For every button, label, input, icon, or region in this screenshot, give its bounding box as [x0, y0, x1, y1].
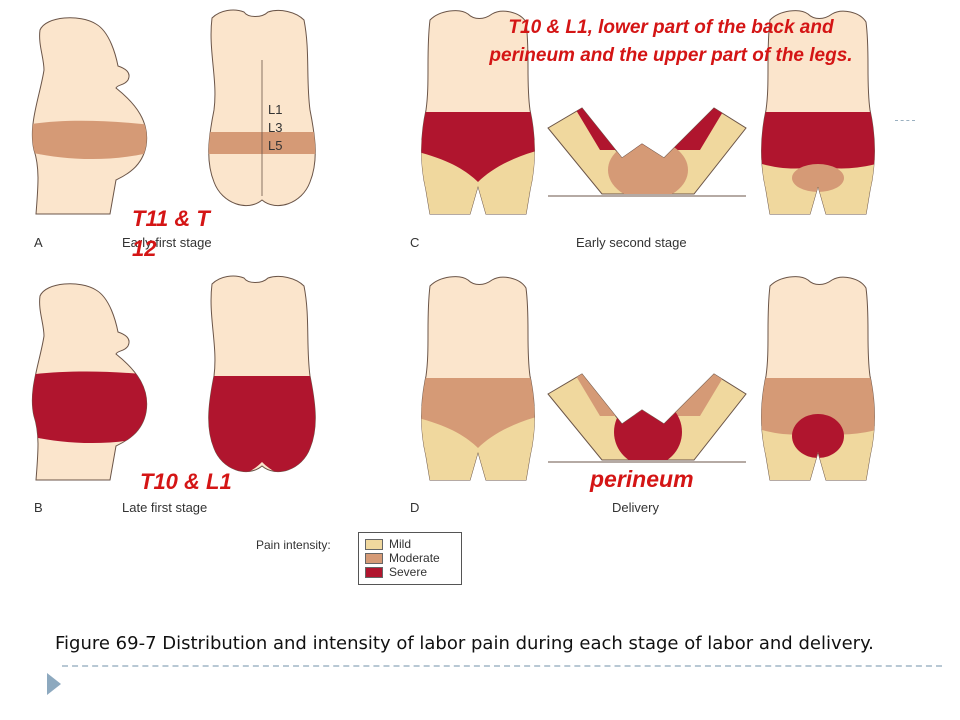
panel-letter-a: A	[34, 235, 43, 250]
figure-caption: Figure 69-7 Distribution and intensity o…	[55, 633, 874, 654]
panel-d-back-view	[761, 276, 875, 481]
panel-caption-b: Late first stage	[122, 500, 207, 515]
slide-divider-line	[62, 665, 942, 667]
legend-label-severe: Severe	[389, 565, 428, 579]
legend-item-severe: Severe	[365, 565, 455, 579]
legend-item-mild: Mild	[365, 537, 455, 551]
panel-letter-c: C	[410, 235, 419, 250]
panel-d-perineal-view	[547, 373, 747, 463]
panel-b-side-view	[31, 283, 148, 481]
legend-label-mild: Mild	[389, 537, 412, 551]
vertebra-label-l5: L5	[268, 138, 282, 153]
decorative-dash	[895, 120, 915, 121]
legend-title: Pain intensity:	[256, 538, 331, 552]
legend-swatch-mild	[365, 538, 383, 550]
panel-a-back-view: L1 L3 L5	[208, 9, 316, 207]
panel-c-back-view	[761, 10, 875, 215]
annotation-t10-l1: T10 & L1	[140, 469, 232, 494]
panel-letter-b: B	[34, 500, 43, 515]
panel-caption-d: Delivery	[612, 500, 659, 515]
legend-box: Mild Moderate Severe	[358, 532, 462, 585]
panel-letter-d: D	[410, 500, 419, 515]
panel-caption-c: Early second stage	[576, 235, 687, 250]
annotation-perineum: perineum	[590, 466, 694, 492]
annotation-t10-l1-back-perineum-legs: T10 & L1, lower part of the back and per…	[489, 17, 853, 66]
annotation-t11-t12: T11 & T 12	[132, 206, 210, 261]
legend-swatch-severe	[365, 566, 383, 578]
legend-swatch-moderate	[365, 552, 383, 564]
panel-b-back-view	[208, 275, 316, 473]
legend-label-moderate: Moderate	[389, 551, 440, 565]
legend-item-moderate: Moderate	[365, 551, 455, 565]
panel-a-side-view	[31, 17, 148, 215]
panel-c-front-view	[421, 10, 535, 215]
vertebra-label-l3: L3	[268, 120, 282, 135]
panel-caption-a: Early first stage	[122, 235, 212, 250]
slide-bullet-arrow-icon	[47, 673, 61, 695]
panel-d-front-view	[421, 276, 535, 481]
panel-c-perineal-view	[547, 107, 747, 197]
vertebra-label-l1: L1	[268, 102, 282, 117]
